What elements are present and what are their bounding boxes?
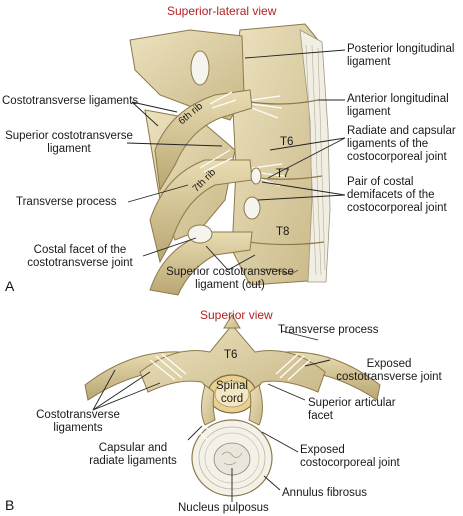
superior-ct-line2: ligament xyxy=(47,143,91,155)
label-t6-a: T6 xyxy=(280,136,294,148)
costotransverse-b-line1: Costotransverse xyxy=(36,409,120,421)
costotransverse-b-line2: ligaments xyxy=(53,422,103,434)
exposed-cc-line2: costocorporeal joint xyxy=(300,457,400,469)
anterior-longitudinal-line1: Anterior longitudinal xyxy=(347,93,449,105)
superior-cut-line2: ligament (cut) xyxy=(195,279,265,291)
panel-a-letter: A xyxy=(5,278,15,294)
label-costal-facet: Costal facet of the costotransverse join… xyxy=(18,244,142,270)
anterior-longitudinal-line2: ligament xyxy=(347,106,391,118)
panel-a-title: Superior-lateral view xyxy=(167,4,277,18)
label-t8-a: T8 xyxy=(276,226,290,238)
label-t6-b: T6 xyxy=(224,349,238,361)
pair-line2: demifacets of the xyxy=(347,189,435,201)
radiate-line2: ligaments of the xyxy=(347,138,429,150)
label-exposed-costotransverse-joint: Exposed costotransverse joint xyxy=(325,358,453,384)
superior-art-line2: facet xyxy=(308,410,333,422)
superior-ct-line1: Superior costotransverse xyxy=(5,130,133,142)
label-costotransverse-ligaments: Costotransverse ligaments xyxy=(2,95,139,107)
label-superior-costotransverse-cut: Superior costotransverse ligament (cut) xyxy=(160,266,300,292)
pair-line1: Pair of costal xyxy=(347,176,414,188)
radiate-line3: costocorporeal joint xyxy=(347,151,447,163)
label-annulus-fibrosus: Annulus fibrosus xyxy=(282,487,368,499)
exposed-ct-line2: costotransverse joint xyxy=(336,371,442,383)
capsular-line1: Capsular and xyxy=(98,442,168,454)
label-superior-articular-facet: Superior articular facet xyxy=(308,397,396,423)
panel-b-illustration xyxy=(84,314,381,502)
spinal-line2: cord xyxy=(220,393,244,405)
facet-oval xyxy=(190,50,210,86)
capsular-line2: radiate ligaments xyxy=(89,455,177,467)
label-radiate-capsular-ligaments: Radiate and capsular ligaments of the co… xyxy=(347,125,456,164)
panel-b-title: Superior view xyxy=(200,308,273,322)
label-pair-costal-demifacets: Pair of costal demifacets of the costoco… xyxy=(347,176,447,215)
label-transverse-process-b: Transverse process xyxy=(278,324,379,336)
posterior-longitudinal-line1: Posterior longitudinal xyxy=(347,43,455,55)
radiate-line1: Radiate and capsular xyxy=(347,125,456,137)
posterior-longitudinal-line2: ligament xyxy=(347,56,391,68)
superior-cut-line1: Superior costotransverse xyxy=(166,266,294,278)
panel-b-letter: B xyxy=(5,497,15,513)
label-t7-a: T7 xyxy=(276,168,290,180)
spinal-line1: Spinal xyxy=(216,380,248,392)
label-posterior-longitudinal-ligament: Posterior longitudinal ligament xyxy=(347,43,454,69)
costal-facet-line1: Costal facet of the xyxy=(33,244,127,256)
label-costotransverse-ligaments-b: Costotransverse ligaments xyxy=(30,409,126,435)
label-superior-costotransverse-ligament: Superior costotransverse ligament xyxy=(2,130,136,156)
exposed-cc-line1: Exposed xyxy=(300,444,345,456)
superior-art-line1: Superior articular xyxy=(308,397,396,409)
label-anterior-longitudinal-ligament: Anterior longitudinal ligament xyxy=(347,93,449,119)
panel-a-illustration xyxy=(126,23,346,296)
label-exposed-costocorporeal-joint: Exposed costocorporeal joint xyxy=(300,444,400,470)
label-nucleus-pulposus: Nucleus pulposus xyxy=(178,502,269,514)
label-spinal-cord: Spinal cord xyxy=(212,380,252,406)
exposed-ct-line1: Exposed xyxy=(366,358,412,370)
costal-facet-line2: costotransverse joint xyxy=(27,257,133,269)
label-capsular-radiate-ligaments: Capsular and radiate ligaments xyxy=(78,442,188,468)
vertebral-arch xyxy=(139,324,326,401)
label-transverse-process-a: Transverse process xyxy=(16,196,117,208)
costal-facet-oval xyxy=(187,224,213,244)
rib-8 xyxy=(149,231,253,296)
pair-line3: costocorporeal joint xyxy=(347,202,447,214)
